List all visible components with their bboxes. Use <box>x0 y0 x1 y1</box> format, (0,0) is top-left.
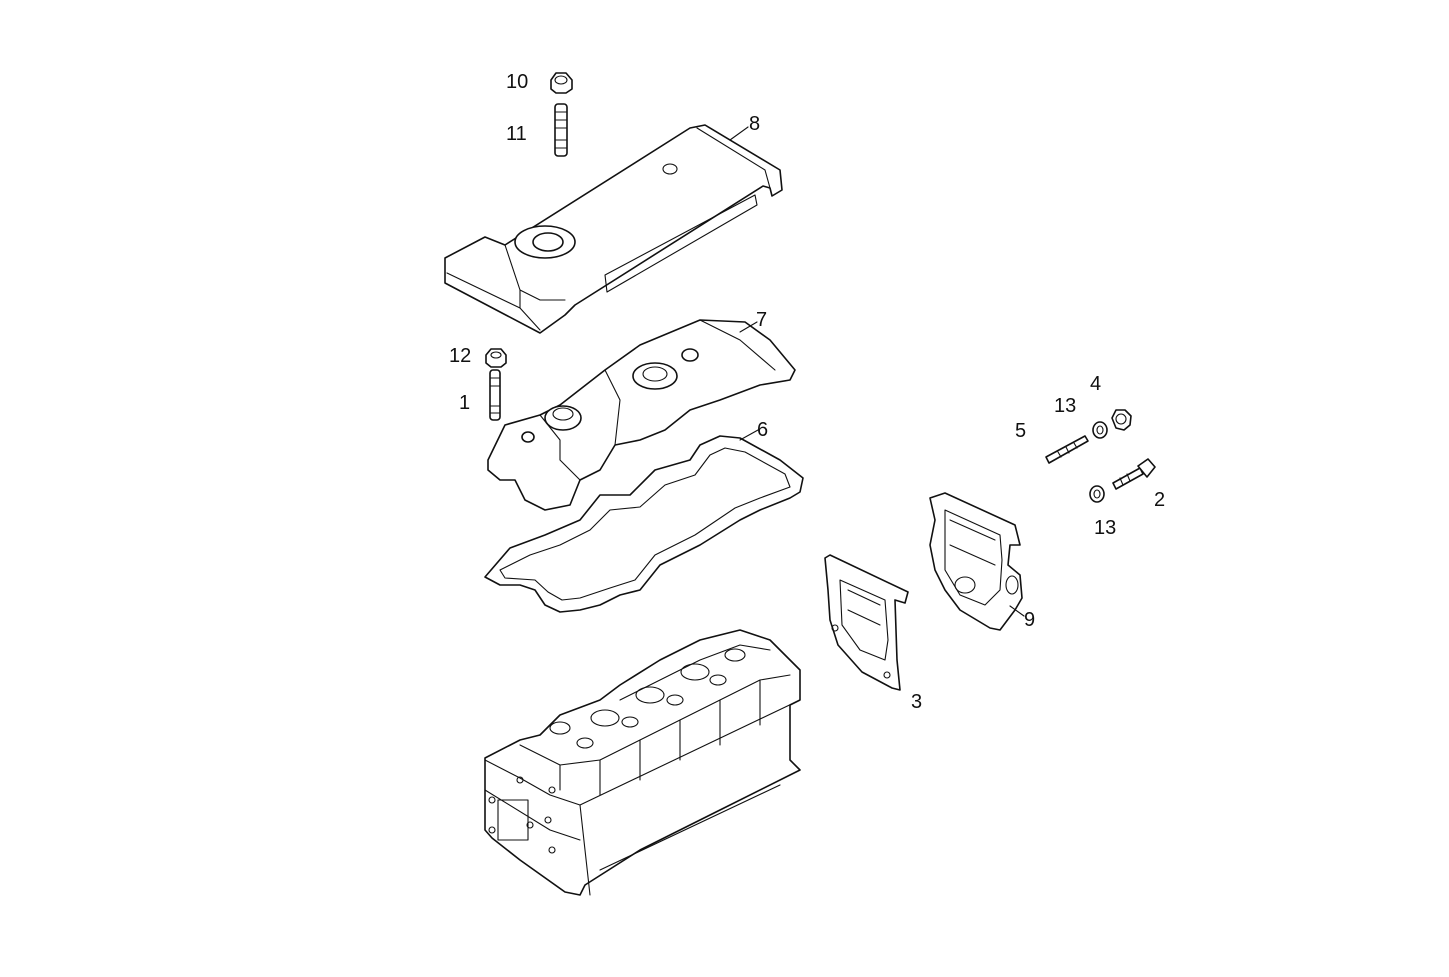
part-13-washer-lower <box>1089 485 1105 503</box>
callout-10: 10 <box>506 71 528 93</box>
part-7-valve-cover <box>487 319 796 511</box>
callout-3: 3 <box>911 691 922 713</box>
part-8-cover <box>444 124 783 334</box>
callout-13-lower: 13 <box>1094 517 1116 539</box>
leader-lines <box>729 126 1025 617</box>
callout-11: 11 <box>506 123 527 145</box>
part-1-stud <box>489 369 501 421</box>
callout-labels: 10 11 8 7 12 1 6 4 13 5 2 13 9 3 <box>449 71 1165 713</box>
callout-5: 5 <box>1015 420 1026 442</box>
callout-4: 4 <box>1090 373 1101 395</box>
callout-8: 8 <box>749 113 760 135</box>
part-13-washer-upper <box>1092 421 1108 439</box>
callout-1: 1 <box>459 392 470 414</box>
callout-6: 6 <box>757 419 768 441</box>
part-6-gasket <box>484 435 804 613</box>
callout-13-upper: 13 <box>1054 395 1076 417</box>
part-11-stud <box>554 103 568 157</box>
part-3-gasket <box>824 554 909 691</box>
callout-9: 9 <box>1024 609 1035 631</box>
part-9-plate <box>929 492 1023 631</box>
cylinder-head <box>484 629 801 896</box>
part-2-bolt <box>1112 458 1156 490</box>
part-4-nut <box>1111 409 1132 431</box>
callout-2: 2 <box>1154 489 1165 511</box>
part-12-nut <box>485 348 507 368</box>
callout-12: 12 <box>449 345 471 367</box>
part-5-stud <box>1045 435 1089 464</box>
callout-7: 7 <box>756 309 767 331</box>
part-10-nut <box>550 72 573 94</box>
